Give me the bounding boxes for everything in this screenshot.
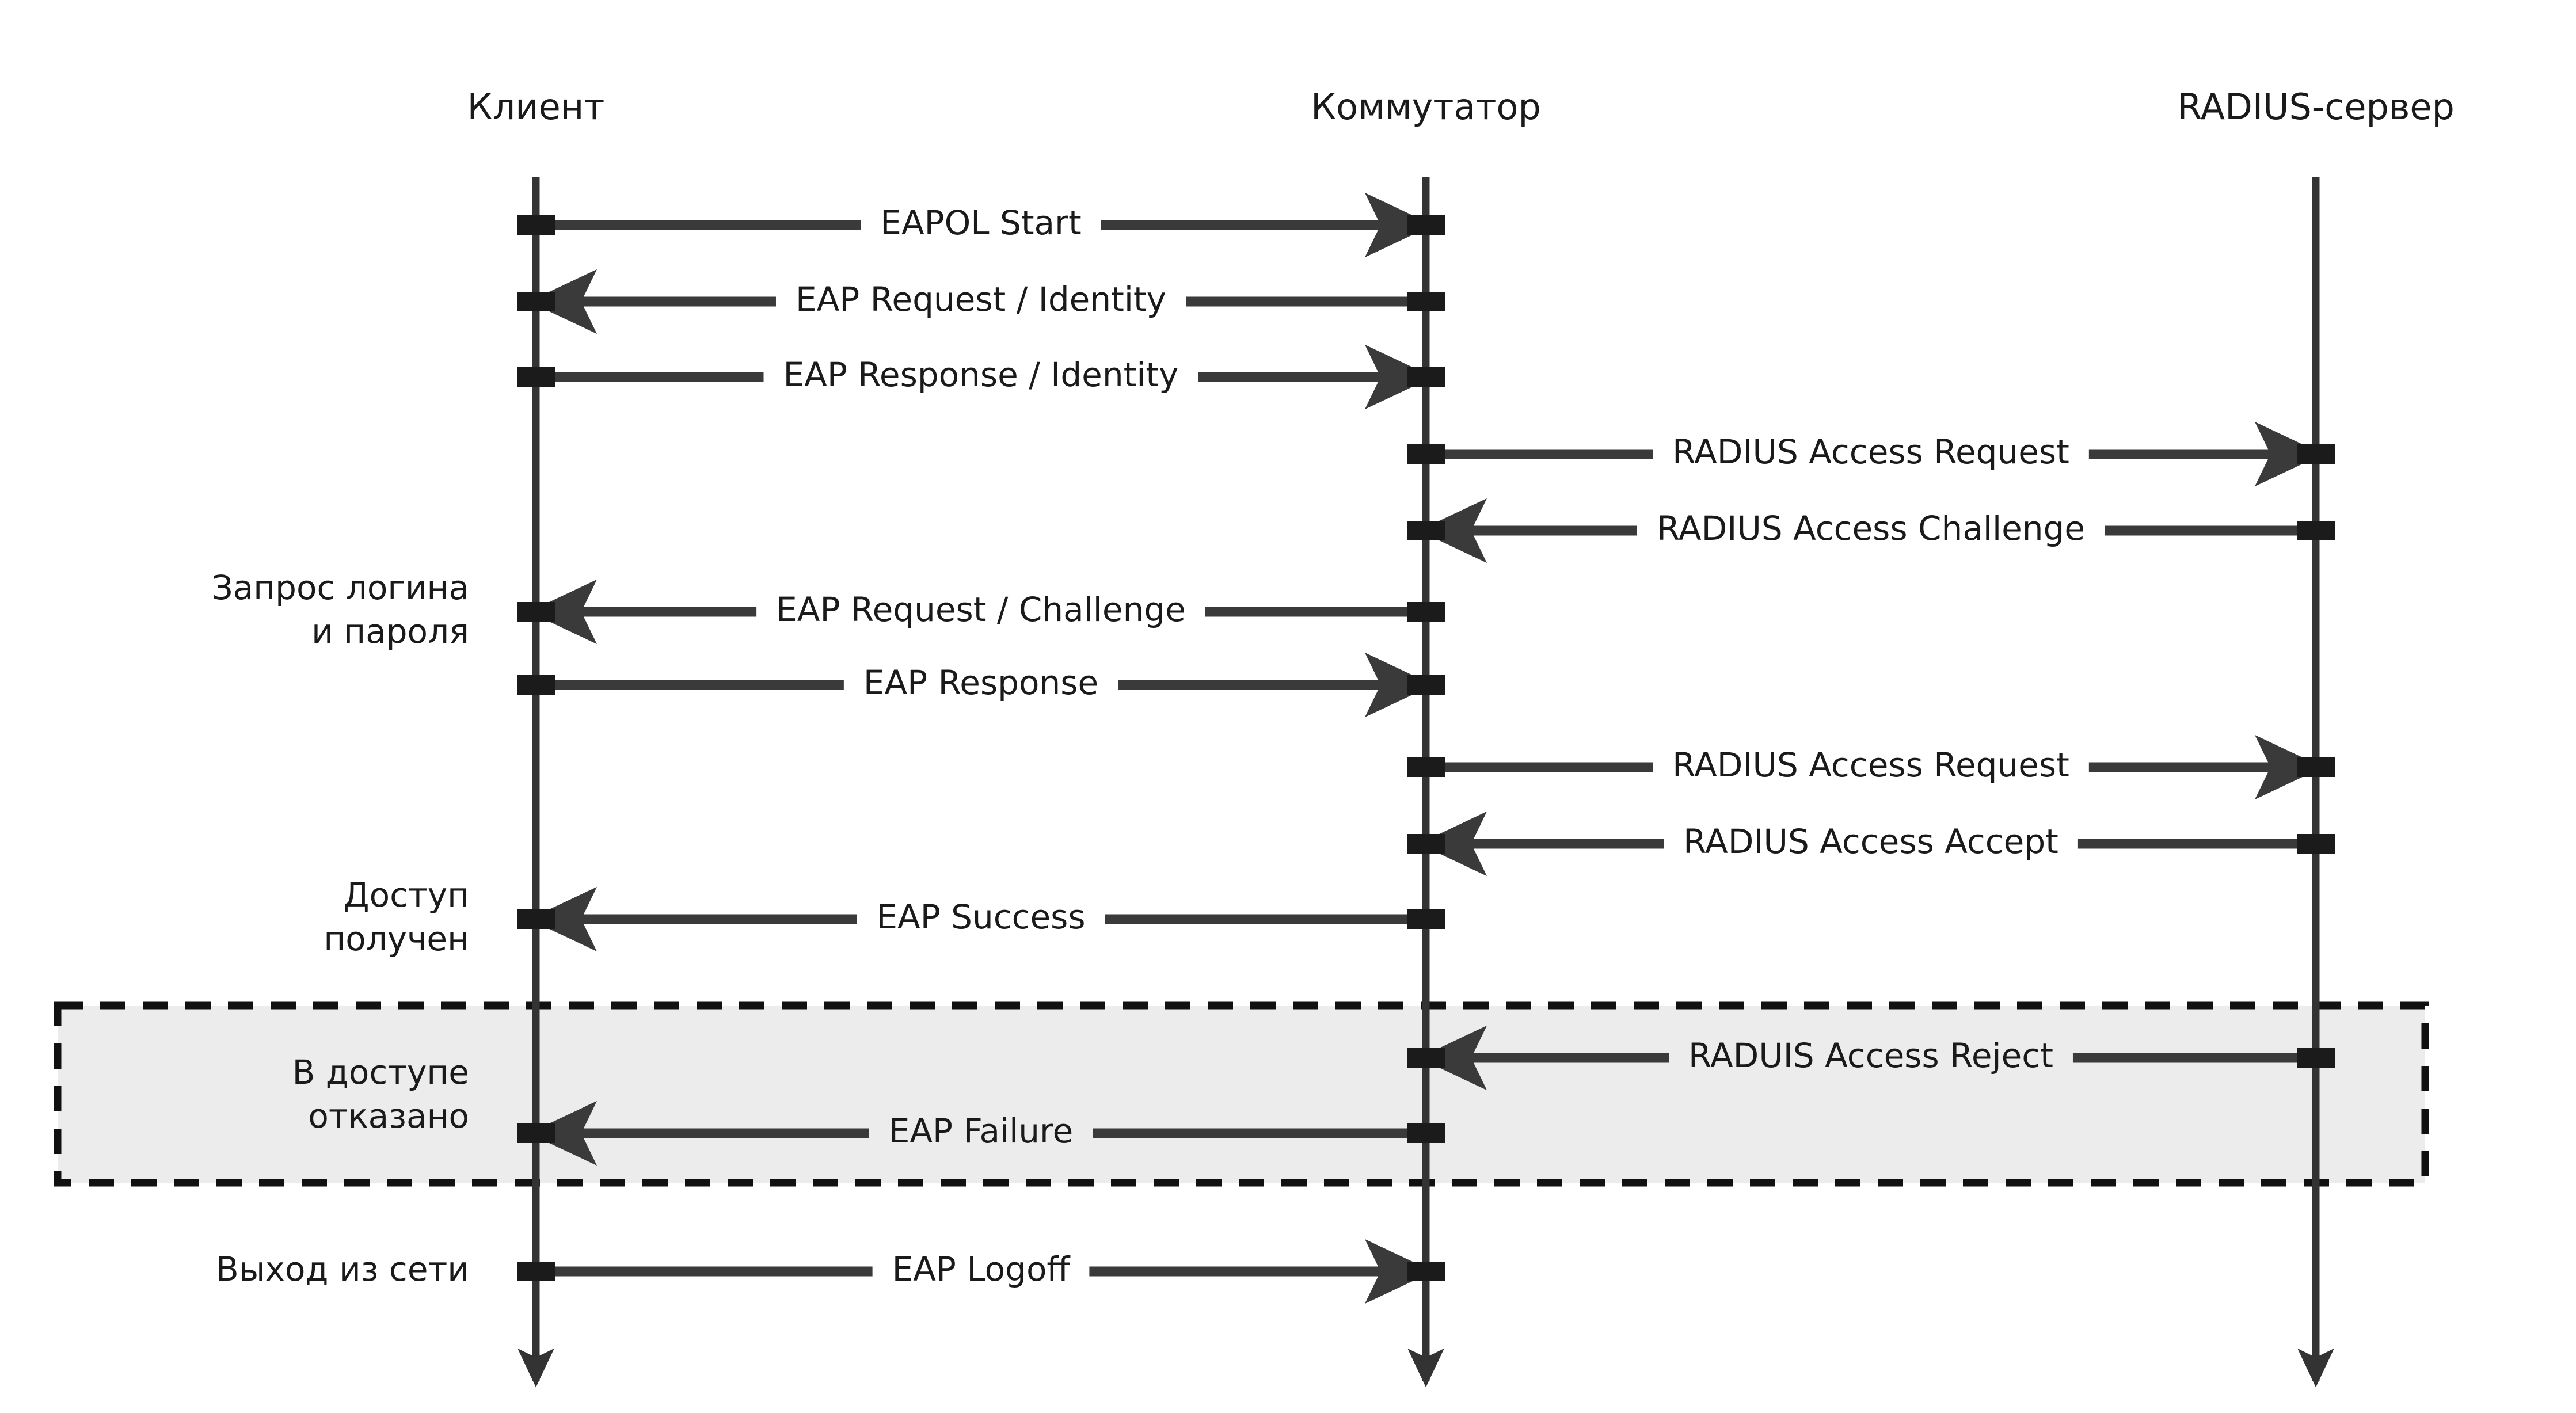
message-label: RADIUS Access Accept: [1683, 822, 2058, 861]
message-junction-tick: [1407, 521, 1445, 540]
participant-label-client: Клиент: [467, 86, 605, 128]
message-junction-tick: [517, 909, 555, 929]
side-note-n4: Выход из сети: [216, 1250, 469, 1289]
message-label: EAP Response: [863, 663, 1098, 702]
message-junction-tick: [517, 215, 555, 235]
message-junction-tick: [1407, 1262, 1445, 1281]
message-label: EAP Response / Identity: [783, 355, 1179, 394]
message-junction-tick: [1407, 909, 1445, 929]
message-label: EAP Failure: [889, 1111, 1074, 1151]
message-m2: EAP Request / Identity: [528, 269, 1426, 334]
message-junction-tick: [517, 367, 555, 387]
message-m7: EAP Response: [536, 652, 1433, 718]
side-note-line: получен: [324, 919, 469, 958]
message-m8: RADIUS Access Request: [1426, 734, 2323, 800]
message-junction-tick: [1407, 215, 1445, 235]
message-junction-tick: [1407, 757, 1445, 777]
message-label: RADIUS Access Request: [1672, 432, 2069, 471]
message-label: EAPOL Start: [880, 203, 1081, 242]
message-label: EAP Success: [876, 897, 1085, 936]
message-junction-tick: [1407, 834, 1445, 854]
side-note-n2: Доступ получен: [324, 875, 469, 958]
message-label: EAP Request / Identity: [796, 280, 1166, 319]
message-junction-tick: [517, 602, 555, 622]
message-junction-tick: [1407, 675, 1445, 695]
message-junction-tick: [1407, 602, 1445, 622]
message-m12: EAP Failure: [528, 1100, 1426, 1166]
participant-label-switch: Коммутатор: [1311, 86, 1541, 128]
reject-region-group: [54, 1001, 2429, 1187]
message-junction-tick: [1407, 1048, 1445, 1068]
message-junction-tick: [2297, 834, 2335, 854]
message-junction-tick: [1407, 292, 1445, 311]
side-note-line: Выход из сети: [216, 1250, 469, 1289]
message-label: RADIUS Access Challenge: [1657, 509, 2085, 548]
side-note-n1: Запрос логина и пароля: [212, 568, 469, 651]
message-junction-tick: [2297, 444, 2335, 464]
message-junction-tick: [517, 1262, 555, 1281]
message-m4: RADIUS Access Request: [1426, 421, 2323, 487]
side-note-line: В доступе: [292, 1053, 469, 1092]
side-note-line: Доступ: [343, 875, 469, 915]
participant-headers-group: Клиент Коммутатор RADIUS-сервер: [467, 86, 2455, 128]
message-junction-tick: [1407, 444, 1445, 464]
participant-label-radius: RADIUS-сервер: [2177, 86, 2455, 128]
message-junction-tick: [517, 1123, 555, 1143]
message-m9: RADIUS Access Accept: [1418, 811, 2316, 877]
message-m3: EAP Response / Identity: [536, 344, 1433, 410]
message-m6: EAP Request / Challenge: [528, 579, 1426, 645]
message-label: RADUIS Access Reject: [1688, 1036, 2053, 1075]
side-note-line: Запрос логина: [212, 568, 469, 607]
message-label: RADIUS Access Request: [1672, 745, 2069, 784]
message-label: EAP Request / Challenge: [776, 590, 1186, 629]
side-note-n3: В доступе отказано: [292, 1053, 469, 1136]
message-junction-tick: [2297, 521, 2335, 540]
message-junction-tick: [2297, 1048, 2335, 1068]
message-m11: RADUIS Access Reject: [1418, 1025, 2316, 1091]
message-m5: RADIUS Access Challenge: [1418, 498, 2316, 563]
message-label: EAP Logoff: [892, 1250, 1071, 1289]
message-m13: EAP Logoff: [536, 1239, 1433, 1304]
message-junction-tick: [1407, 1123, 1445, 1143]
junction-ticks-group: [517, 215, 2335, 1281]
message-junction-tick: [517, 292, 555, 311]
side-note-line: и пароля: [311, 612, 469, 651]
side-note-line: отказано: [308, 1096, 469, 1136]
message-junction-tick: [1407, 367, 1445, 387]
message-m10: EAP Success: [528, 886, 1426, 952]
reject-region-box: [54, 1001, 2429, 1187]
message-junction-tick: [2297, 757, 2335, 777]
message-junction-tick: [517, 675, 555, 695]
message-m1: EAPOL Start: [536, 192, 1433, 258]
